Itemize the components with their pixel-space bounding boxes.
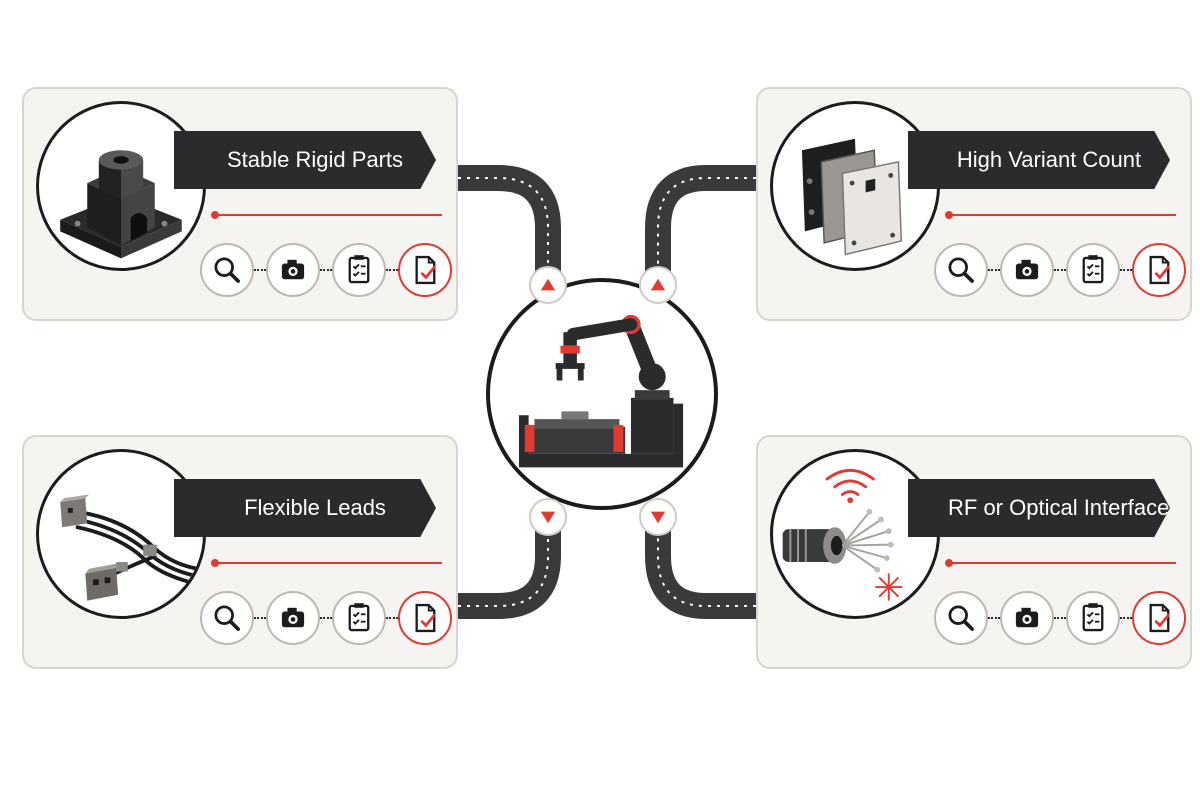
process-steps [934, 591, 1186, 651]
machined-block-icon [36, 101, 206, 271]
red-divider [945, 559, 1176, 567]
approved-document-icon [398, 591, 452, 645]
process-steps [200, 591, 452, 651]
process-steps [200, 243, 452, 303]
approved-document-icon [398, 243, 452, 297]
robot-arm-workcell-icon [486, 278, 718, 510]
title-banner: Stable Rigid Parts [174, 131, 436, 189]
step-connector [254, 617, 266, 621]
card-title: Stable Rigid Parts [226, 147, 404, 172]
stacked-plates-icon [770, 101, 940, 271]
triangle-up-icon [529, 266, 567, 304]
card-rf-optical-interface: RF or Optical Interface [756, 435, 1192, 669]
step-connector [988, 617, 1000, 621]
camera-icon [266, 591, 320, 645]
checklist-icon [1066, 243, 1120, 297]
red-divider [211, 559, 442, 567]
triangle-down-icon [639, 498, 677, 536]
step-connector [1054, 269, 1066, 273]
camera-icon [1000, 243, 1054, 297]
process-steps [934, 243, 1186, 303]
magnifier-icon [200, 243, 254, 297]
title-banner: High Variant Count [908, 131, 1170, 189]
step-connector [1054, 617, 1066, 621]
triangle-up-icon [639, 266, 677, 304]
step-connector [320, 617, 332, 621]
card-stable-rigid-parts: Stable Rigid Parts [22, 87, 458, 321]
approved-document-icon [1132, 243, 1186, 297]
triangle-down-icon [529, 498, 567, 536]
approved-document-icon [1132, 591, 1186, 645]
step-connector [254, 269, 266, 273]
magnifier-icon [200, 591, 254, 645]
red-divider [945, 211, 1176, 219]
card-title: Flexible Leads [244, 495, 386, 520]
card-flexible-leads: Flexible Leads [22, 435, 458, 669]
step-connector [1120, 269, 1132, 273]
magnifier-icon [934, 243, 988, 297]
step-connector [386, 269, 398, 273]
checklist-icon [332, 591, 386, 645]
red-divider [211, 211, 442, 219]
step-connector [386, 617, 398, 621]
camera-icon [266, 243, 320, 297]
title-banner: RF or Optical Interface [908, 479, 1170, 537]
title-banner: Flexible Leads [174, 479, 436, 537]
step-connector [1120, 617, 1132, 621]
step-connector [988, 269, 1000, 273]
camera-icon [1000, 591, 1054, 645]
card-title: High Variant Count [956, 147, 1142, 172]
card-high-variant-count: High Variant Count [756, 87, 1192, 321]
magnifier-icon [934, 591, 988, 645]
checklist-icon [332, 243, 386, 297]
checklist-icon [1066, 591, 1120, 645]
card-title: RF or Optical Interface [948, 495, 1170, 520]
step-connector [320, 269, 332, 273]
